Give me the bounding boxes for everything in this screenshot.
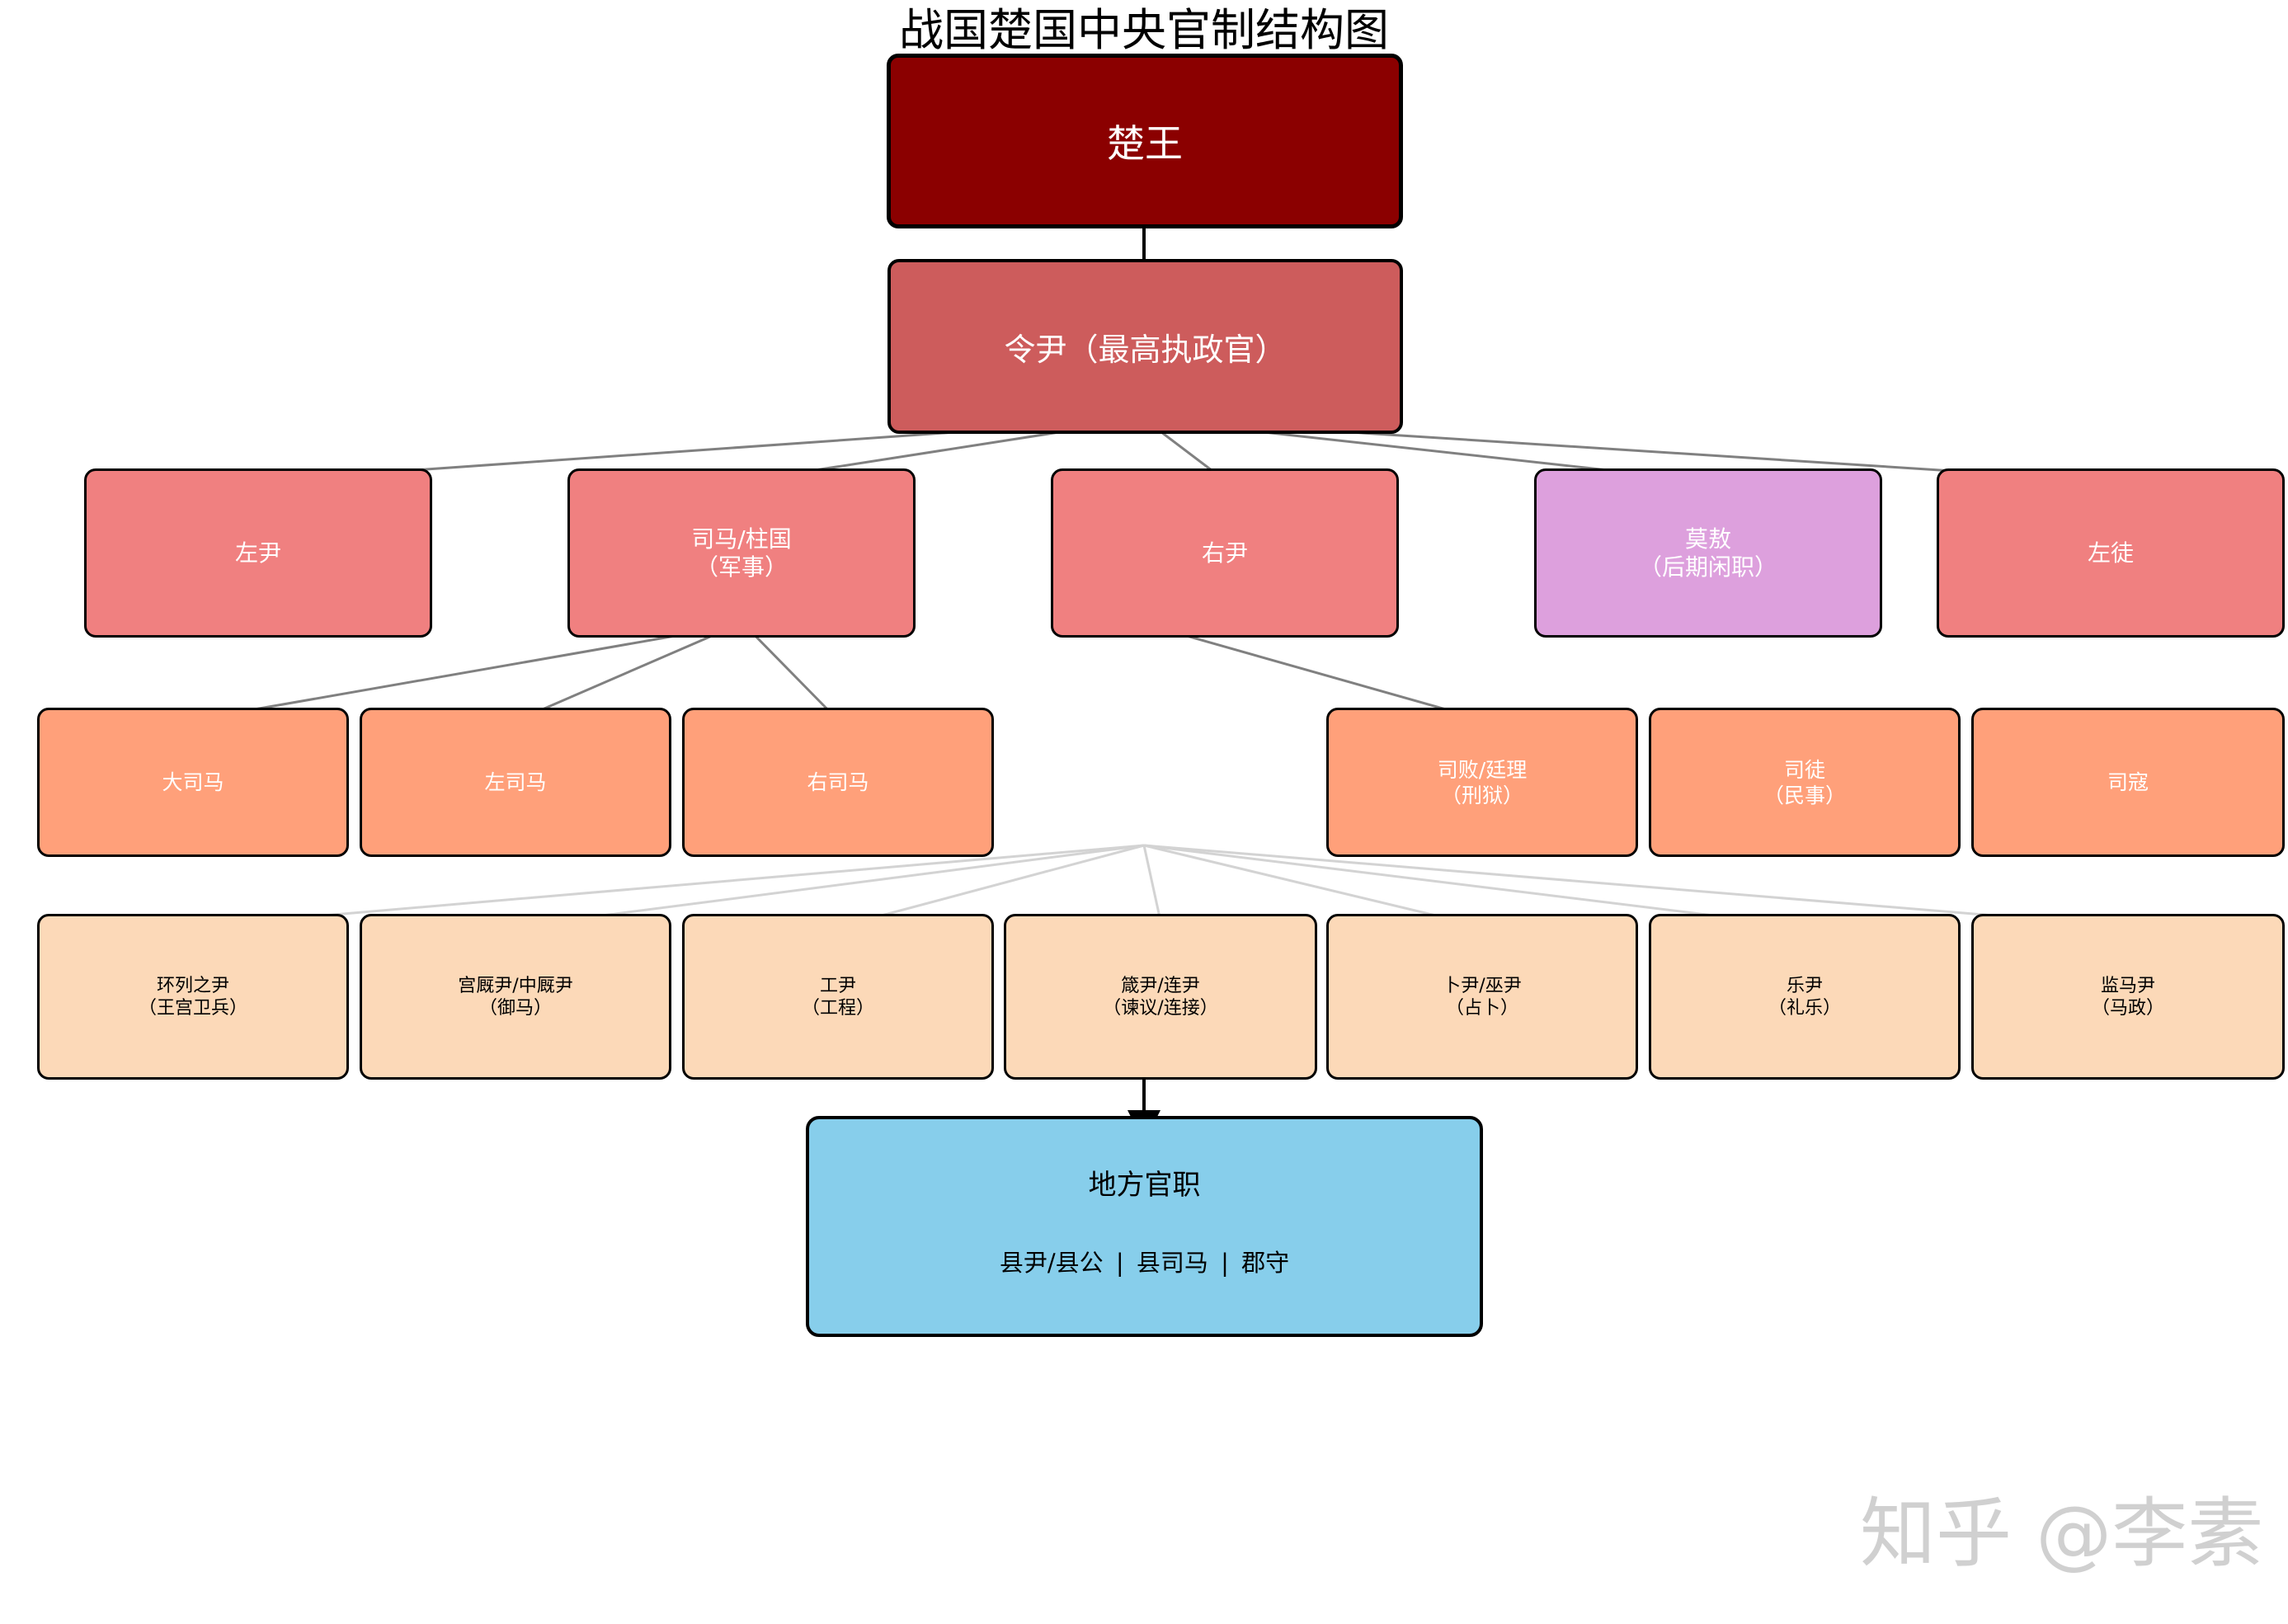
node-gongjiuyin-label: 宫厩尹/中厩尹 （御马） <box>458 975 573 1019</box>
node-moao-label: 莫敖 （后期闲职） <box>1638 525 1777 581</box>
node-yueyin: 乐尹 （礼乐） <box>1649 914 1961 1080</box>
node-you-sima-label: 右司马 <box>807 770 869 794</box>
node-sima-zhuguo-label: 司马/柱国 （军事） <box>691 525 792 581</box>
node-huanlie-zhiyin: 环列之尹 （王宫卫兵） <box>37 914 349 1080</box>
node-huanlie-zhiyin-label: 环列之尹 （王宫卫兵） <box>138 975 247 1019</box>
node-buyin-wuyin-label: 卜尹/巫尹 （占卜） <box>1443 975 1522 1019</box>
node-sibai-tingli: 司败/廷理 （刑狱） <box>1326 708 1638 857</box>
node-situ-label: 司徒 （民事） <box>1763 757 1846 807</box>
link-youyin-l2-4 <box>1148 624 1481 721</box>
node-zuoyin-label: 左尹 <box>234 539 281 567</box>
zhihu-watermark: 知乎 @李素 <box>1860 1490 2264 1578</box>
node-chu-king-label: 楚王 <box>1107 121 1183 166</box>
node-situ: 司徒 （民事） <box>1649 708 1961 857</box>
node-sibai-tingli-label: 司败/廷理 （刑狱） <box>1437 757 1528 807</box>
node-zhenyin-lianyin-label: 箴尹/连尹 （谏议/连接） <box>1103 975 1218 1019</box>
node-sima-zhuguo: 司马/柱国 （军事） <box>567 468 916 638</box>
node-jianmayin: 监马尹 （马政） <box>1971 914 2285 1080</box>
node-gongyin-label: 工尹 （工程） <box>801 975 874 1019</box>
local-officials-title: 地方官职 <box>1088 1169 1201 1202</box>
node-zuoyin: 左尹 <box>84 468 432 638</box>
link-l3-5 <box>1143 844 1481 928</box>
node-zuo-sima-label: 左司马 <box>484 770 547 794</box>
link-sima-l2-2 <box>519 624 737 721</box>
node-lingyin-label: 令尹（最高执政官） <box>1004 331 1287 368</box>
link-sima-l2-1 <box>197 624 737 721</box>
link-l3-2 <box>519 844 1145 928</box>
node-you-sima: 右司马 <box>682 708 994 857</box>
node-moao: 莫敖 （后期闲职） <box>1534 468 1882 638</box>
link-l3-3 <box>840 844 1145 928</box>
node-youyin: 右尹 <box>1051 468 1399 638</box>
node-zuotu-label: 左徒 <box>2087 539 2134 567</box>
node-lingyin: 令尹（最高执政官） <box>887 259 1403 434</box>
node-zuotu: 左徒 <box>1937 468 2285 638</box>
link-l3-1 <box>197 844 1145 928</box>
node-sikou: 司寇 <box>1971 708 2285 857</box>
link-l3-4 <box>1142 845 1161 918</box>
node-gongyin: 工尹 （工程） <box>682 914 994 1080</box>
link-l3-6 <box>1143 844 1801 928</box>
local-officials-list: 县尹/县公 | 县司马 | 郡守 <box>999 1249 1290 1277</box>
node-sikou-label: 司寇 <box>2107 770 2149 794</box>
node-chu-king: 楚王 <box>887 54 1403 228</box>
link-l3-7 <box>1143 844 2125 928</box>
node-zuo-sima: 左司马 <box>360 708 671 857</box>
node-jianmayin-label: 监马尹 （马政） <box>2091 975 2164 1019</box>
node-youyin-label: 右尹 <box>1201 539 1248 567</box>
chart-title: 战国楚国中央官制结构图 <box>899 4 1389 56</box>
node-buyin-wuyin: 卜尹/巫尹 （占卜） <box>1326 914 1638 1080</box>
link-sima-l2-3 <box>743 624 837 719</box>
node-da-sima-label: 大司马 <box>162 770 224 794</box>
node-local-officials: 地方官职 县尹/县公 | 县司马 | 郡守 <box>806 1116 1483 1337</box>
node-yueyin-label: 乐尹 （礼乐） <box>1768 975 1841 1019</box>
node-gongjiuyin: 宫厩尹/中厩尹 （御马） <box>360 914 671 1080</box>
node-zhenyin-lianyin: 箴尹/连尹 （谏议/连接） <box>1004 914 1317 1080</box>
node-da-sima: 大司马 <box>37 708 349 857</box>
